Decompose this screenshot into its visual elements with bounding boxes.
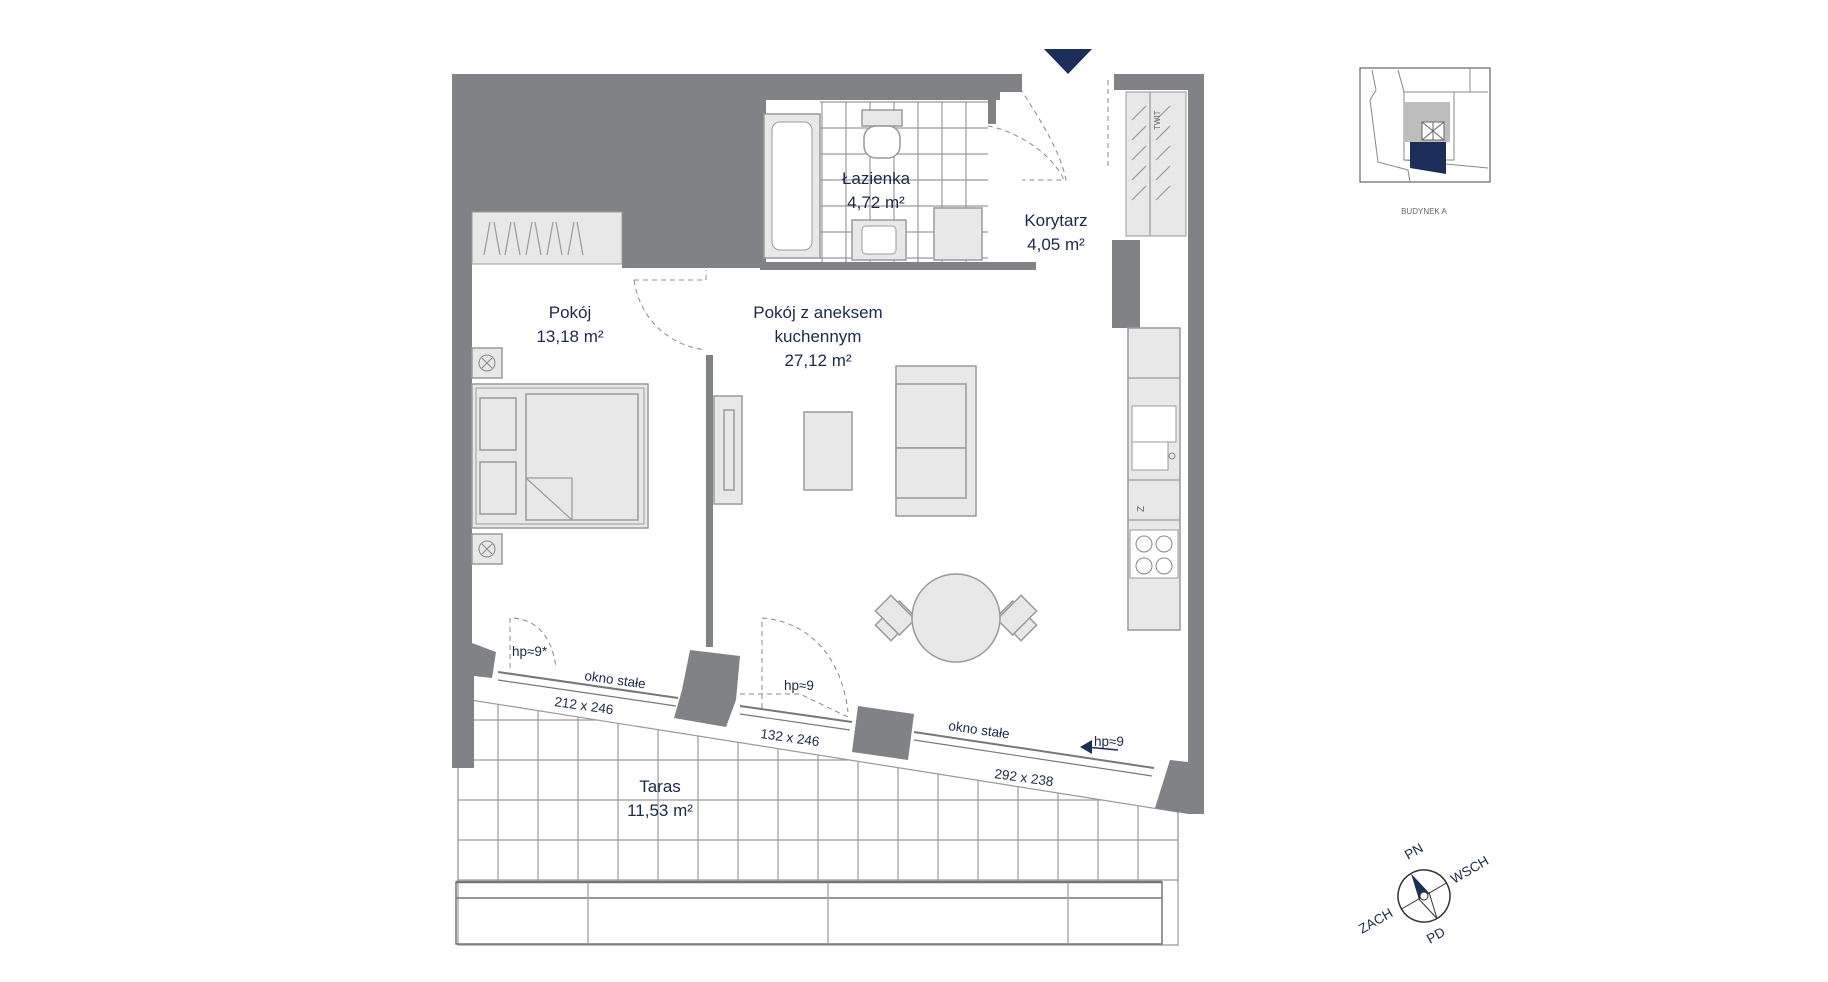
pokoj-aneks-name-2: kuchennym: [775, 327, 862, 346]
entrance-marker-icon: [1044, 49, 1092, 74]
bedroom-wardrobe: [471, 211, 623, 265]
terrace-floor: [455, 697, 1179, 946]
pokoj-name: Pokój: [549, 303, 592, 322]
door-swings: [509, 80, 1109, 719]
taras-area: 11,53 m²: [627, 801, 693, 820]
key-plan: BUDYNEK A: [1359, 67, 1491, 216]
bedroom-furniture: [471, 347, 649, 565]
compass-s: PD: [1424, 924, 1448, 946]
windows: [497, 671, 1155, 777]
window-2-hp: hp≈9: [784, 678, 814, 693]
compass-icon: [1397, 869, 1451, 923]
window-2-size: 132 x 246: [760, 726, 821, 749]
pokoj-aneks-area: 27,12 m²: [784, 351, 851, 370]
window-1-size: 212 x 246: [554, 694, 615, 717]
pokoj-aneks-name-1: Pokój z aneksem: [753, 303, 882, 322]
key-plan-label: BUDYNEK A: [1401, 207, 1447, 216]
walls: [452, 74, 1204, 814]
compass-e: WSCH: [1448, 853, 1491, 887]
living-furniture: [713, 365, 1038, 663]
taras-name: Taras: [639, 777, 681, 796]
compass-n: PN: [1402, 840, 1426, 862]
lazienka-name: Łazienka: [842, 169, 911, 188]
svg-text:Z: Z: [1136, 506, 1147, 512]
corridor-wardrobe: TWIT: [1125, 91, 1187, 237]
pokoj-area: 13,18 m²: [536, 327, 603, 346]
kitchen-units: Z: [1127, 327, 1181, 631]
svg-text:TWIT: TWIT: [1153, 110, 1162, 130]
korytarz-name: Korytarz: [1024, 211, 1087, 230]
window-1-hp: hp≈9*: [512, 644, 548, 659]
window-3-hp: hp≈9: [1094, 734, 1124, 749]
compass-w: ZACH: [1356, 905, 1395, 936]
lazienka-area: 4,72 m²: [847, 193, 905, 212]
korytarz-area: 4,05 m²: [1027, 235, 1085, 254]
bathroom-fixtures: [763, 101, 988, 262]
